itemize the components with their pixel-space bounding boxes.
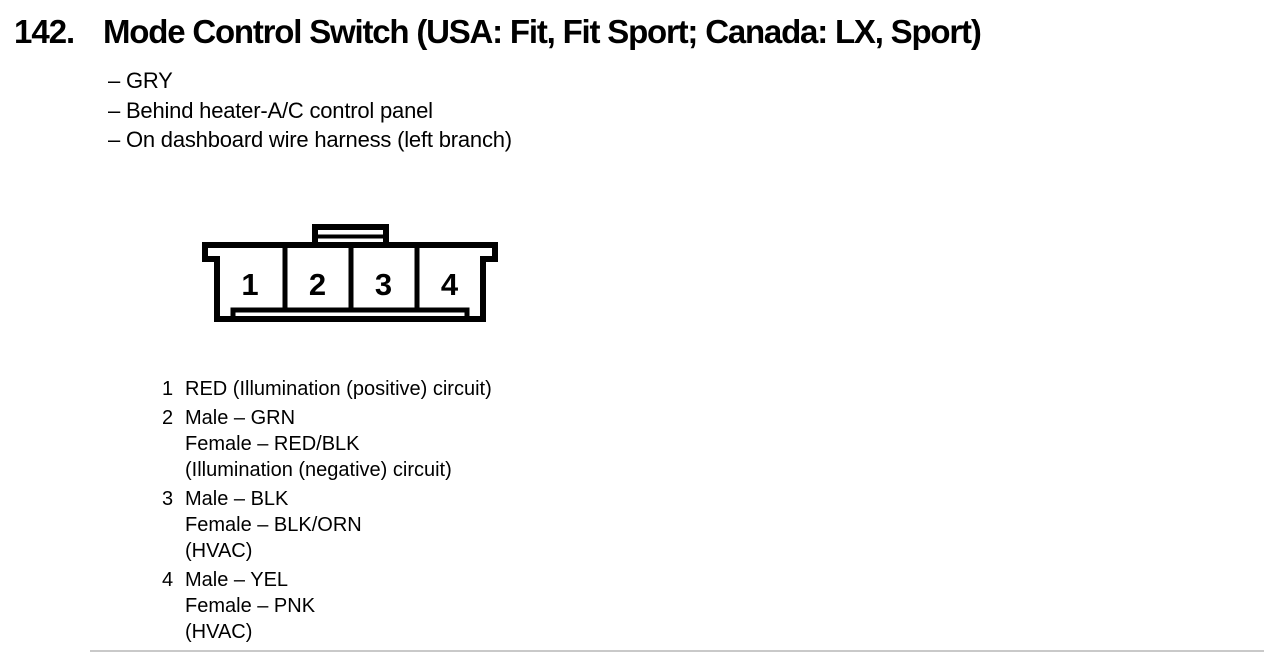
pin-number: 2 bbox=[162, 407, 174, 429]
pin-entry: 3 Male – BLK Female – BLK/ORN (HVAC) bbox=[162, 486, 492, 564]
pin-cavity-number: 3 bbox=[375, 267, 392, 302]
pin-line: Male – GRN bbox=[185, 407, 296, 429]
pin-number: 4 bbox=[162, 569, 174, 591]
pin-line: Male – YEL bbox=[185, 569, 289, 591]
pin-description: Male – BLK Female – BLK/ORN (HVAC) bbox=[185, 486, 362, 564]
pin-description: RED (Illumination (positive) circuit) bbox=[185, 376, 492, 402]
pin-description: Male – YEL Female – PNK (HVAC) bbox=[185, 567, 315, 645]
pin-line: (HVAC) bbox=[185, 540, 253, 562]
pin-line: Female – PNK bbox=[185, 595, 316, 617]
note-line: – On dashboard wire harness (left branch… bbox=[108, 127, 512, 152]
pin-line: (HVAC) bbox=[185, 621, 253, 643]
pin-number: 1 bbox=[162, 378, 174, 400]
pin-number: 3 bbox=[162, 488, 174, 510]
page-title: Mode Control Switch (USA: Fit, Fit Sport… bbox=[103, 13, 982, 50]
pin-line: RED (Illumination (positive) circuit) bbox=[185, 378, 492, 400]
connector-notes: – GRY – Behind heater-A/C control panel – … bbox=[108, 66, 512, 155]
note-line: – Behind heater-A/C control panel bbox=[108, 97, 433, 123]
pin-line: (Illumination (negative) circuit) bbox=[185, 459, 452, 481]
cavity-bottom-line bbox=[230, 307, 470, 317]
note-line: – GRY bbox=[108, 68, 173, 93]
pin-line: Male – BLK bbox=[185, 488, 289, 510]
pin-entry: 1 RED (Illumination (positive) circuit) bbox=[162, 376, 492, 402]
pin-description: Male – GRN Female – RED/BLK (Illumination … bbox=[185, 405, 452, 483]
pin-cavity-number: 1 bbox=[241, 267, 258, 302]
pin-entry: 4 Male – YEL Female – PNK (HVAC) bbox=[162, 567, 492, 645]
pin-line: Female – RED/BLK bbox=[185, 433, 360, 455]
pin-cavity-number: 2 bbox=[309, 267, 326, 302]
pin-line: Female – BLK/ORN bbox=[185, 514, 362, 536]
page-edge-line bbox=[90, 650, 1264, 652]
pin-cavity-number: 4 bbox=[441, 267, 459, 302]
figure-number: 142. bbox=[14, 13, 75, 50]
pin-entry: 2 Male – GRN Female – RED/BLK (Illumination… bbox=[162, 405, 492, 483]
